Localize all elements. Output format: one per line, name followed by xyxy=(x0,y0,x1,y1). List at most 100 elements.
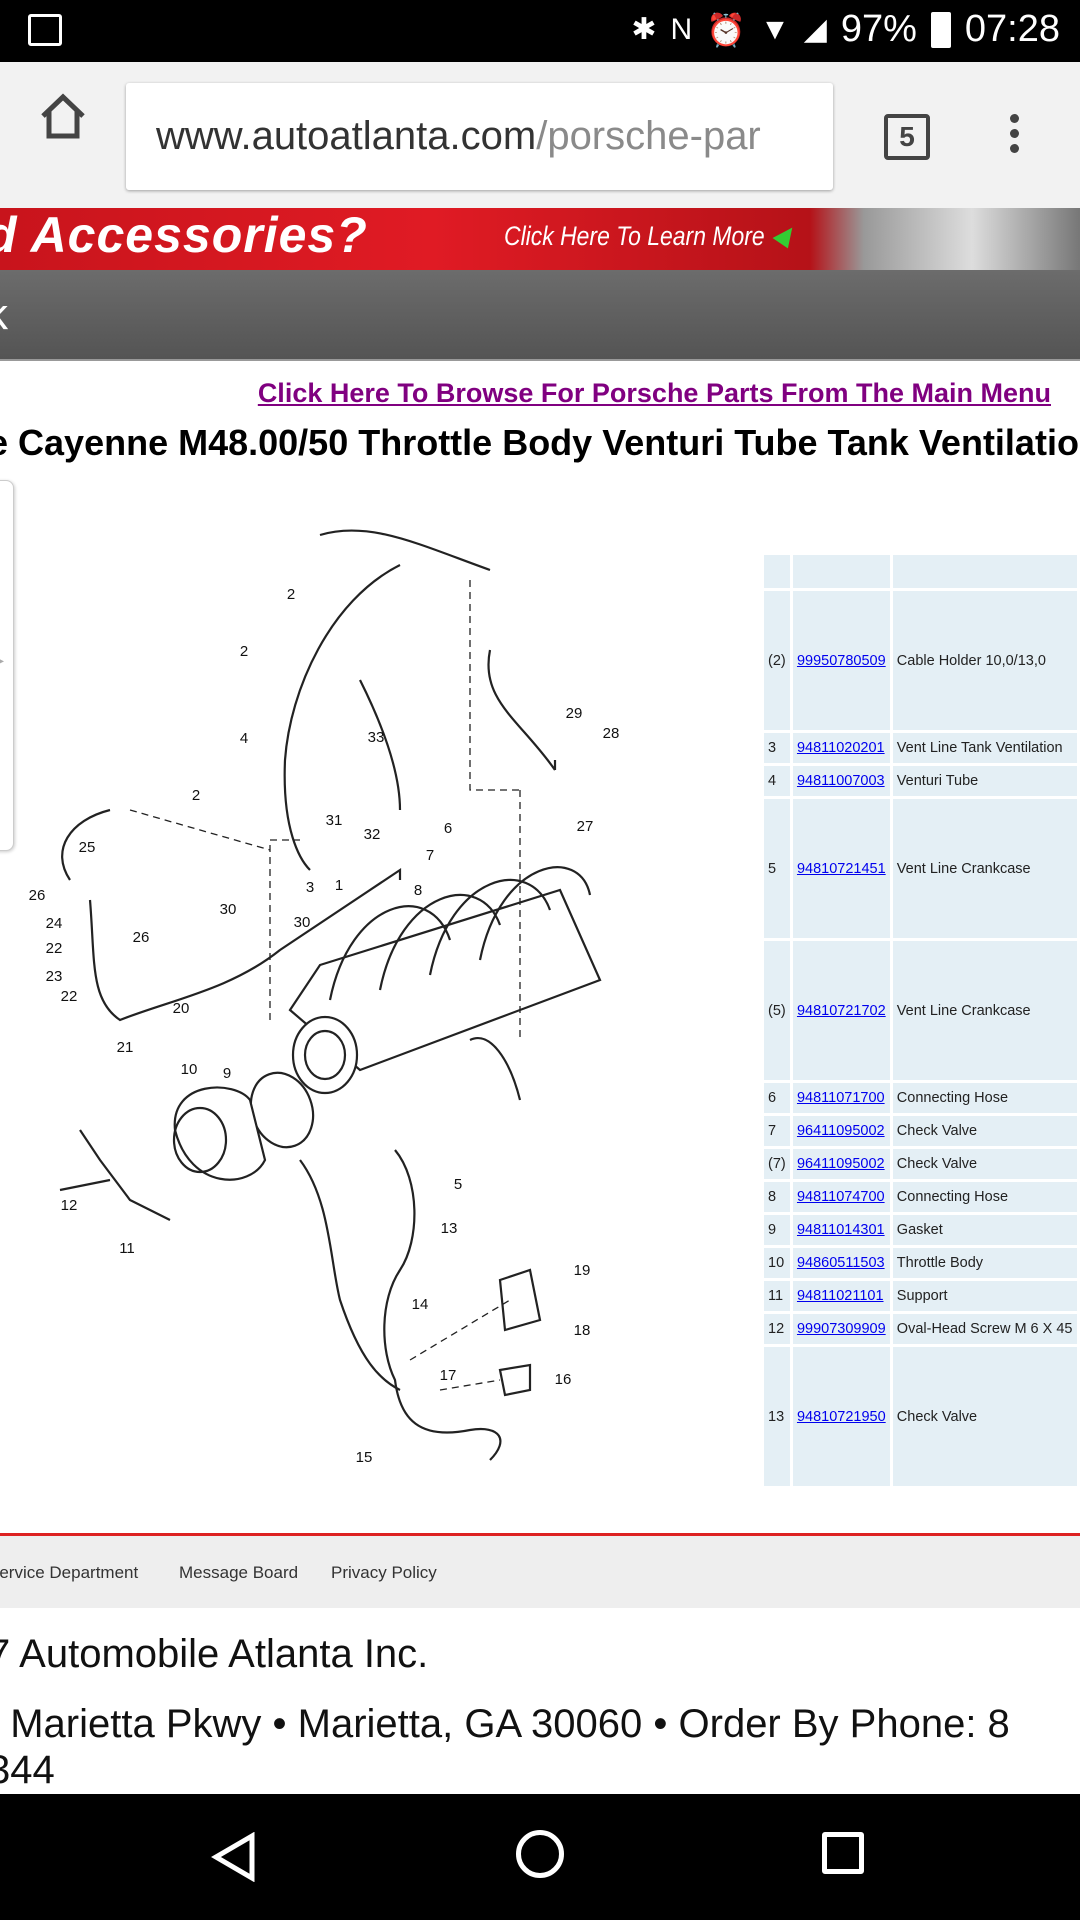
back-icon[interactable] xyxy=(210,1832,260,1882)
url-host: www.autoatlanta.com xyxy=(156,114,537,158)
callout-label: 25 xyxy=(79,839,96,856)
callout-label: 5 xyxy=(454,1176,462,1193)
part-description: Throttle Body xyxy=(892,1248,1077,1278)
part-description: Venturi Tube xyxy=(892,766,1077,796)
main-menu-link[interactable]: Click Here To Browse For Porsche Parts F… xyxy=(257,378,1051,408)
address-bar[interactable]: www.autoatlanta.com/porsche-par xyxy=(126,83,833,190)
footer-link-privacy[interactable]: Privacy Policy xyxy=(331,1563,437,1582)
banner-headline: d Accessories? xyxy=(0,208,368,263)
part-number-ref: 9 xyxy=(764,1215,790,1245)
part-number-link[interactable]: 94810721702 xyxy=(796,1002,886,1019)
part-number-ref: 5 xyxy=(764,799,790,938)
part-description: Check Valve xyxy=(892,1347,1077,1486)
battery-percent: 97% xyxy=(840,8,917,50)
table-row: 9 94811014301 Gasket xyxy=(764,1215,1077,1245)
part-number-link[interactable]: 94860511503 xyxy=(796,1255,885,1271)
part-description: Vent Line Crankcase xyxy=(892,799,1077,938)
part-number-link[interactable]: 94810721451 xyxy=(796,860,886,877)
part-number-ref: 3 xyxy=(764,733,790,763)
nav-label[interactable]: k xyxy=(0,290,8,340)
callout-label: 29 xyxy=(566,705,583,722)
part-description: Connecting Hose xyxy=(892,1083,1077,1113)
home-icon[interactable] xyxy=(38,92,88,142)
home-nav-icon[interactable] xyxy=(516,1830,564,1878)
part-number-link[interactable]: 94811074700 xyxy=(796,1189,885,1205)
table-row: 3 94811020201 Vent Line Tank Ventilation xyxy=(764,733,1077,763)
battery-icon xyxy=(930,11,951,48)
part-description: Vent Line Crankcase xyxy=(892,941,1077,1080)
part-number-ref: 8 xyxy=(764,1182,790,1212)
callout-label: 11 xyxy=(119,1240,135,1257)
table-row: 10 94860511503 Throttle Body xyxy=(764,1248,1077,1278)
table-row: 7 96411095002 Check Valve xyxy=(764,1116,1077,1146)
recents-icon[interactable] xyxy=(822,1832,864,1874)
banner-cta: Click Here To Learn More ◀ xyxy=(504,221,789,251)
diagram-callouts: 2242252624222322262120303301313233292867… xyxy=(29,586,620,1466)
callout-label: 26 xyxy=(29,887,46,904)
callout-label: 6 xyxy=(444,820,452,837)
callout-label: 1 xyxy=(335,877,343,894)
callout-label: 19 xyxy=(574,1262,591,1279)
callout-label: 24 xyxy=(46,915,63,932)
android-nav-bar xyxy=(0,1794,1080,1920)
diagram-drawing xyxy=(59,529,602,1461)
copyright: 7 Automobile Atlanta Inc. xyxy=(0,1632,429,1676)
part-number-link[interactable]: 99950780509 xyxy=(796,652,886,669)
part-description: Check Valve xyxy=(892,1149,1077,1179)
part-number-link[interactable]: 94810721950 xyxy=(796,1408,886,1425)
callout-label: 12 xyxy=(61,1197,78,1214)
callout-label: 32 xyxy=(364,826,381,843)
diagram-leader-lines xyxy=(129,580,521,1391)
callout-label: 22 xyxy=(46,940,63,957)
part-number-link[interactable]: 99907309909 xyxy=(796,1321,886,1337)
callout-label: 15 xyxy=(356,1449,373,1466)
table-row: 4 94811007003 Venturi Tube xyxy=(764,766,1077,796)
part-description: Cable Holder 10,0/13,0 xyxy=(892,591,1077,730)
part-number-link[interactable]: 94811014301 xyxy=(796,1222,885,1238)
table-row: 11 94811021101 Support xyxy=(764,1281,1077,1311)
footer-link-service[interactable]: Service Department xyxy=(0,1563,139,1582)
part-description: Oval-Head Screw M 6 X 45 xyxy=(892,1314,1077,1344)
callout-label: 14 xyxy=(412,1296,429,1313)
callout-label: 3 xyxy=(306,879,314,896)
part-number-link[interactable]: 94811021101 xyxy=(796,1288,884,1304)
url-path: /porsche-par xyxy=(536,114,761,158)
footer-link-message-board[interactable]: Message Board xyxy=(179,1563,299,1582)
part-number-link[interactable]: 94811007003 xyxy=(796,773,885,789)
part-number-link[interactable]: 96411095002 xyxy=(796,1156,885,1172)
part-number-link[interactable]: 96411095002 xyxy=(796,1123,885,1139)
part-number-link[interactable]: 94811071700 xyxy=(796,1090,885,1106)
overflow-menu-icon[interactable] xyxy=(1010,114,1020,153)
signal-icon: ◢ xyxy=(803,13,827,46)
part-number-ref: 11 xyxy=(764,1281,790,1311)
part-description: Gasket xyxy=(892,1215,1077,1245)
page-title: e Cayenne M48.00/50 Throttle Body Ventur… xyxy=(0,422,1080,463)
callout-label: 7 xyxy=(426,847,434,864)
callout-label: 13 xyxy=(441,1220,458,1237)
callout-label: 28 xyxy=(603,725,620,742)
clock: 07:28 xyxy=(964,8,1060,50)
side-drawer-handle[interactable]: ▸ xyxy=(0,480,14,851)
address: . Marietta Pkwy • Marietta, GA 30060 • O… xyxy=(0,1702,1010,1746)
gallery-notification-icon xyxy=(28,14,62,46)
table-row: 6 94811071700 Connecting Hose xyxy=(764,1083,1077,1113)
table-row: 13 94810721950 Check Valve xyxy=(764,1347,1077,1486)
callout-label: 31 xyxy=(326,812,343,829)
callout-label: 2 xyxy=(192,787,200,804)
nfc-icon: N xyxy=(670,12,693,46)
part-number-link[interactable]: 94811020201 xyxy=(796,740,885,756)
alarm-icon: ⏰ xyxy=(706,11,747,48)
site-nav-bar: k xyxy=(0,270,1080,361)
callout-label: 23 xyxy=(46,968,63,985)
callout-label: 2 xyxy=(287,586,295,603)
callout-label: 30 xyxy=(294,914,311,931)
part-number-ref: 6 xyxy=(764,1083,790,1113)
tab-switcher-button[interactable]: 5 xyxy=(884,114,930,160)
accessories-banner[interactable]: d Accessories? Click Here To Learn More … xyxy=(0,208,1080,270)
callout-label: 10 xyxy=(181,1061,198,1078)
callout-label: 30 xyxy=(220,901,237,918)
callout-label: 27 xyxy=(577,818,594,835)
callout-label: 17 xyxy=(440,1367,457,1384)
part-description: Connecting Hose xyxy=(892,1182,1077,1212)
parts-diagram: 2242252624222322262120303301313233292867… xyxy=(29,529,620,1466)
